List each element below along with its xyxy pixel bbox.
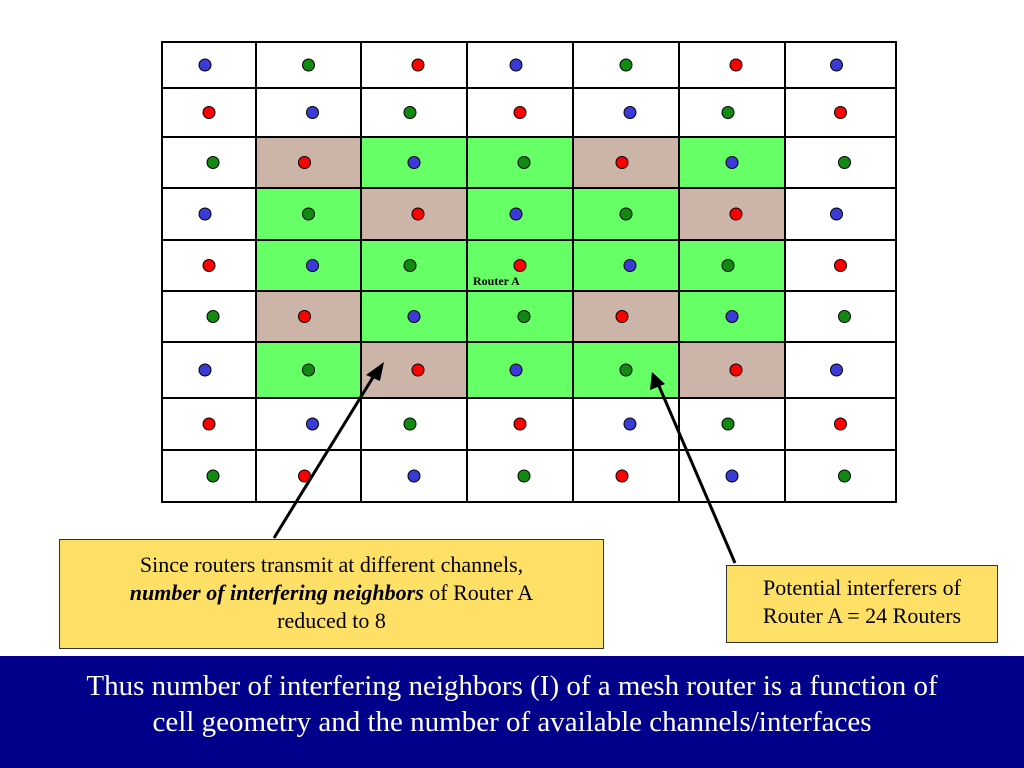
callout-left-line3: reduced to 8 [277, 608, 386, 633]
router-dot [838, 156, 851, 169]
router-dot [407, 156, 421, 169]
router-dot [206, 310, 220, 323]
router-dot [517, 156, 531, 169]
router-dot [619, 363, 633, 377]
footer-line1: Thus number of interfering neighbors (I)… [86, 670, 938, 702]
router-dot [298, 156, 311, 169]
router-dot [725, 156, 739, 169]
router-dot [721, 259, 735, 272]
router-dot [306, 259, 319, 272]
router-dot [729, 207, 743, 221]
router-dot [619, 58, 633, 72]
router-dot [838, 469, 851, 483]
router-dot [411, 207, 425, 221]
router-dot [834, 417, 847, 431]
router-dot [517, 469, 531, 483]
router-dot [623, 106, 637, 119]
router-dot [830, 58, 843, 72]
router-dot [206, 469, 220, 483]
router-dot [198, 58, 212, 72]
router-dot [721, 106, 735, 119]
grid-cells [161, 41, 897, 503]
router-dot [298, 310, 311, 323]
callout-left-line2-rest: of Router A [423, 580, 534, 605]
router-dot [202, 106, 216, 119]
router-a-label: Router A [473, 274, 520, 288]
router-dot [403, 417, 417, 431]
router-dot [830, 207, 843, 221]
arrow-left-head [366, 362, 384, 381]
conclusion-banner: Thus number of interfering neighbors (I)… [0, 656, 1024, 768]
router-dot [509, 207, 523, 221]
potential-interferers-callout: Potential interferers of Router A = 24 R… [726, 565, 998, 643]
router-dot [834, 259, 847, 272]
grid-cell [161, 87, 257, 138]
router-dot [403, 259, 417, 272]
callout-left-line1: Since routers transmit at different chan… [139, 552, 524, 577]
router-dot [206, 156, 220, 169]
router-dot [198, 207, 212, 221]
router-dot [721, 417, 735, 431]
router-dot [725, 310, 739, 323]
callout-right-line2: Router A = 24 Routers [762, 603, 962, 628]
callout-left-emphasis: number of interfering neighbors [129, 580, 424, 605]
router-dot [407, 310, 421, 323]
router-dot [302, 207, 315, 221]
router-dot [615, 469, 629, 483]
router-dot [411, 363, 425, 377]
router-dot [411, 58, 425, 72]
router-dot [513, 106, 527, 119]
router-dot [509, 363, 523, 377]
router-dot [302, 58, 315, 72]
router-dot [306, 417, 319, 431]
interfering-neighbors-callout: Since routers transmit at different chan… [59, 539, 604, 649]
router-dot [615, 156, 629, 169]
router-dot [623, 417, 637, 431]
router-dot [306, 106, 319, 119]
grid-cell [161, 187, 257, 241]
arrow-left-line [272, 373, 377, 539]
router-dot [725, 469, 739, 483]
router-dot [619, 207, 633, 221]
router-dot [623, 259, 637, 272]
router-dot [517, 310, 531, 323]
router-dot [302, 363, 315, 377]
router-dot [830, 363, 843, 377]
callout-right-line1: Potential interferers of [763, 575, 961, 600]
router-dot [202, 259, 216, 272]
footer-line2: cell geometry and the number of availabl… [152, 706, 872, 738]
router-dot [198, 363, 212, 377]
router-dot [202, 417, 216, 431]
router-dot [403, 106, 417, 119]
arrow-right-head [650, 372, 665, 390]
router-dot [729, 363, 743, 377]
callout-left-line2: number of interfering neighbors of Route… [60, 579, 603, 607]
arrows [272, 362, 737, 564]
arrow-right-line [657, 385, 737, 564]
router-dot [513, 259, 527, 272]
router-dot [834, 106, 847, 119]
router-dot [407, 469, 421, 483]
grid-cell [784, 87, 897, 138]
router-dots [198, 58, 851, 483]
router-dot [838, 310, 851, 323]
router-dot [513, 417, 527, 431]
router-dot [615, 310, 629, 323]
router-dot [509, 58, 523, 72]
router-dot [729, 58, 743, 72]
